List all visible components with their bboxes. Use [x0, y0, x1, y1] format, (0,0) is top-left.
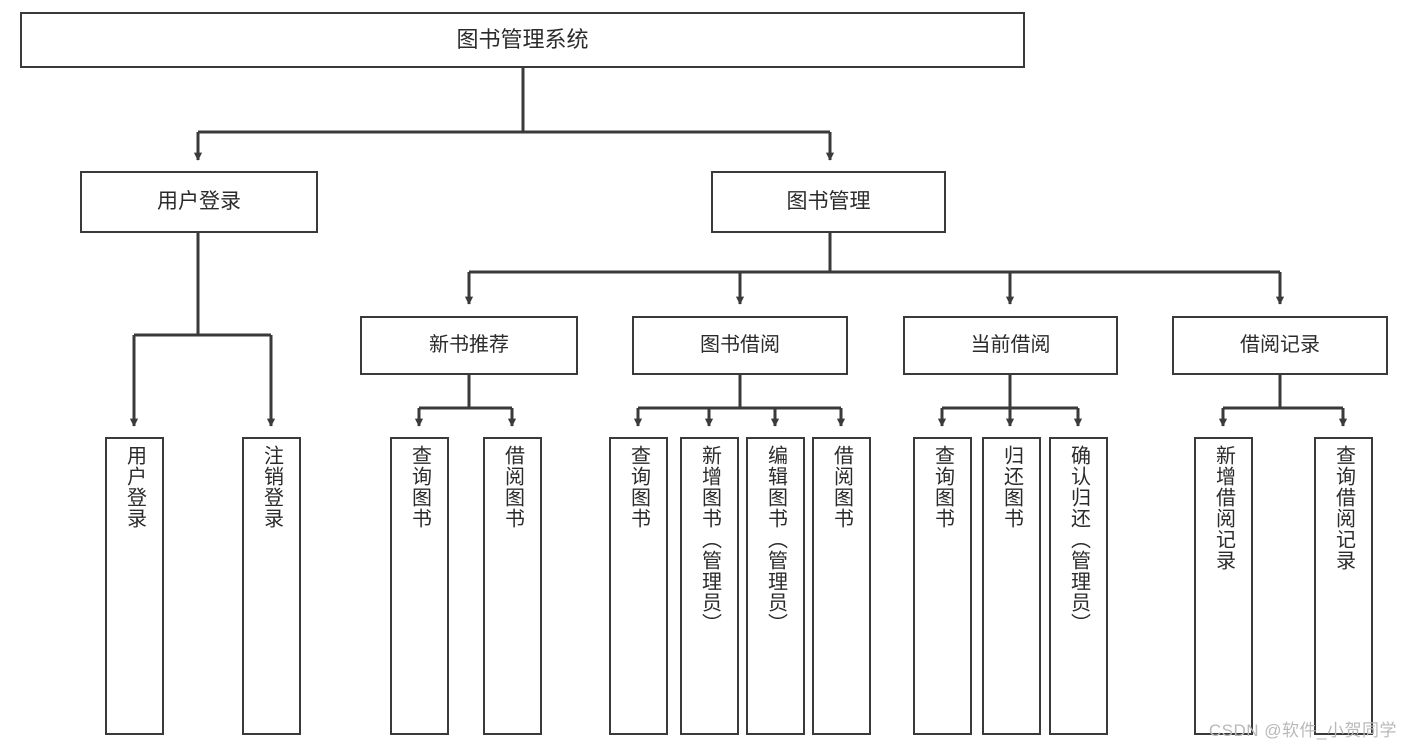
node-leaf-confirm-return[interactable]: 确认归还（管理员） — [1049, 437, 1108, 735]
node-leaf-add-borrow-record[interactable]: 新增借阅记录 — [1194, 437, 1253, 735]
node-label: 查询图书 — [931, 445, 954, 529]
node-leaf-query-book-current[interactable]: 查询图书 — [913, 437, 972, 735]
node-label: 编辑图书（管理员） — [764, 445, 787, 634]
node-label: 注销登录 — [260, 445, 283, 529]
node-leaf-query-book-recommend[interactable]: 查询图书 — [390, 437, 449, 735]
node-label: 查询借阅记录 — [1332, 445, 1355, 571]
node-leaf-edit-book[interactable]: 编辑图书（管理员） — [746, 437, 805, 735]
node-root-system[interactable]: 图书管理系统 — [20, 12, 1025, 68]
node-new-book-recommend[interactable]: 新书推荐 — [360, 316, 578, 375]
node-user-login[interactable]: 用户登录 — [80, 171, 318, 233]
node-current-borrow[interactable]: 当前借阅 — [903, 316, 1118, 375]
node-leaf-return-book[interactable]: 归还图书 — [982, 437, 1041, 735]
node-label: 新书推荐 — [429, 333, 509, 356]
node-leaf-user-login[interactable]: 用户登录 — [105, 437, 164, 735]
node-borrow-record[interactable]: 借阅记录 — [1172, 316, 1388, 375]
node-leaf-query-book-borrow[interactable]: 查询图书 — [609, 437, 668, 735]
node-label: 用户登录 — [123, 445, 146, 529]
node-leaf-add-book[interactable]: 新增图书（管理员） — [680, 437, 739, 735]
node-label: 借阅记录 — [1240, 333, 1320, 356]
node-label: 借阅图书 — [830, 445, 853, 529]
node-book-borrow[interactable]: 图书借阅 — [632, 316, 848, 375]
node-label: 图书借阅 — [700, 333, 780, 356]
node-label: 新增图书（管理员） — [698, 445, 721, 634]
node-label: 确认归还（管理员） — [1067, 445, 1090, 634]
node-label: 当前借阅 — [970, 333, 1051, 356]
node-leaf-borrow-book-recommend[interactable]: 借阅图书 — [483, 437, 542, 735]
node-leaf-user-logout[interactable]: 注销登录 — [242, 437, 301, 735]
node-leaf-borrow-book-borrow[interactable]: 借阅图书 — [812, 437, 871, 735]
node-label: 查询图书 — [408, 445, 431, 529]
node-label: 图书管理 — [786, 189, 871, 213]
node-label: 归还图书 — [1000, 445, 1023, 529]
node-book-manage[interactable]: 图书管理 — [711, 171, 946, 233]
node-label: 查询图书 — [627, 445, 650, 529]
node-label: 借阅图书 — [501, 445, 524, 529]
node-label: 新增借阅记录 — [1212, 445, 1235, 571]
node-label: 图书管理系统 — [456, 27, 589, 53]
node-label: 用户登录 — [157, 189, 241, 213]
node-leaf-query-borrow-record[interactable]: 查询借阅记录 — [1314, 437, 1373, 735]
watermark-text: CSDN @软件_小贺同学 — [1208, 721, 1397, 740]
